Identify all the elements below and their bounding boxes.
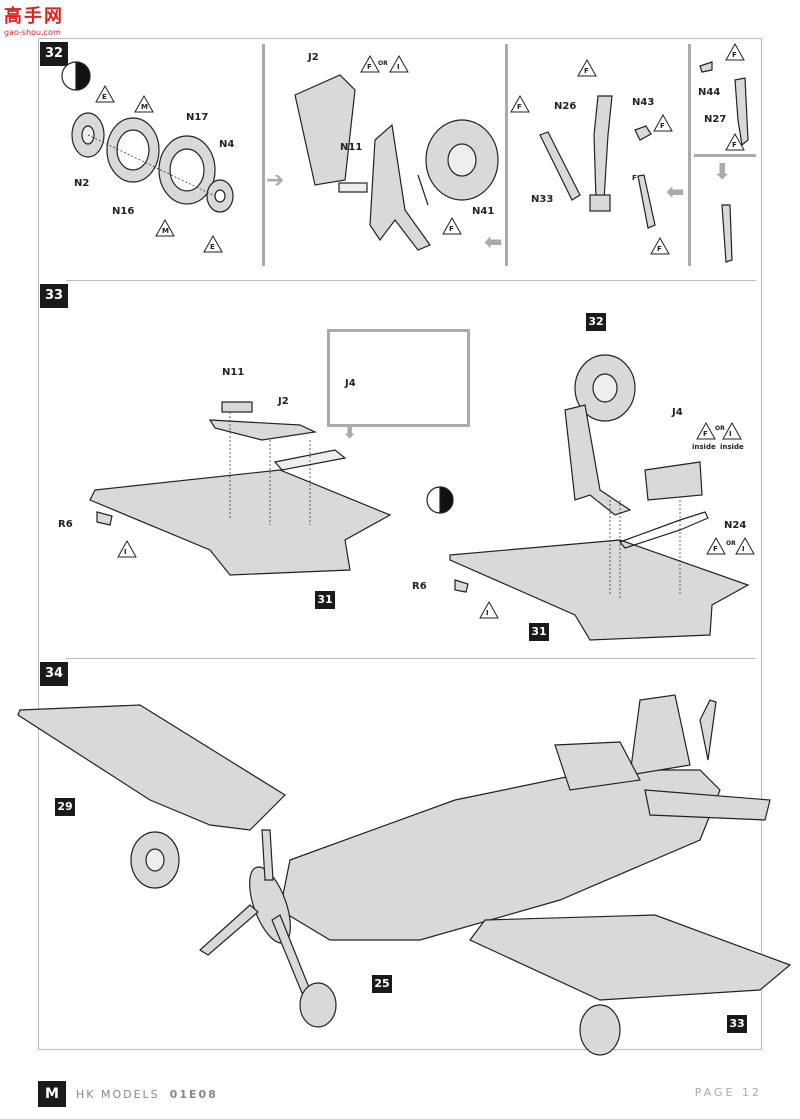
part-label-j2: J2: [308, 52, 319, 63]
mark-f: F: [703, 430, 708, 438]
part-label-n2: N2: [74, 178, 90, 189]
part-label-j2: J2: [278, 396, 289, 407]
footer-brand: M HK MODELS 01E08: [38, 1080, 218, 1108]
part-label-n17: N17: [186, 112, 209, 123]
mark-i: I: [729, 430, 732, 438]
ref-step-29: 29: [55, 798, 75, 816]
step-number-33: 33: [40, 284, 68, 308]
mark-i: I: [397, 63, 400, 71]
flow-arrow-right-icon: ➔: [266, 168, 285, 193]
part-label-r6: R6: [58, 519, 73, 530]
part-label-n24: N24: [724, 520, 747, 531]
ref-step-25: 25: [372, 975, 392, 993]
substep-divider-3: [688, 44, 691, 266]
mark-f: F: [517, 103, 522, 111]
brand-name: HK MODELS: [76, 1087, 160, 1101]
substep-divider-4: [694, 154, 756, 157]
mark-or: OR: [378, 60, 388, 67]
part-label-j4-inset: J4: [345, 378, 356, 389]
step-number-34: 34: [40, 662, 68, 686]
mark-m: M: [162, 227, 169, 235]
part-label-n43: N43: [632, 97, 655, 108]
part-label-n33: N33: [531, 194, 554, 205]
mark-f: F: [732, 141, 737, 149]
part-label-n27: N27: [704, 114, 727, 125]
mark-m: M: [141, 103, 148, 111]
part-label-n44: N44: [698, 87, 721, 98]
watermark-url: gao-shou.com: [4, 28, 61, 37]
mark-f: F: [713, 545, 718, 553]
mark-inside: inside: [720, 443, 744, 451]
flow-arrow-left-icon: ⬅: [484, 230, 503, 255]
mark-f: F: [660, 122, 665, 130]
mark-f: F: [657, 245, 662, 253]
mark-or: OR: [726, 540, 736, 547]
mark-i: I: [124, 548, 127, 556]
part-label-n41: N41: [472, 206, 495, 217]
mark-f: F: [732, 51, 737, 59]
page-number: PAGE 12: [694, 1086, 762, 1099]
mark-f: F: [632, 174, 637, 182]
mark-i: I: [742, 545, 745, 553]
flow-arrow-left-icon: ⬅: [666, 180, 685, 205]
substep-divider-1: [262, 44, 265, 266]
kit-code: 01E08: [169, 1087, 218, 1101]
step-divider-34: [66, 658, 756, 659]
step-divider-33: [66, 280, 756, 281]
ref-step-33: 33: [727, 1015, 747, 1033]
mark-inside: inside: [692, 443, 716, 451]
inset-detail-j4: [327, 329, 470, 427]
flow-arrow-down-icon: ⬇: [713, 160, 732, 185]
instruction-frame: [38, 38, 762, 1050]
mark-f: F: [449, 225, 454, 233]
part-label-n26: N26: [554, 101, 577, 112]
mark-f: F: [584, 67, 589, 75]
mark-or: OR: [715, 425, 725, 432]
ref-step-31: 31: [529, 623, 549, 641]
flow-arrow-down-icon: ⬇: [342, 422, 358, 443]
part-label-j4: J4: [672, 407, 683, 418]
step-number-32: 32: [40, 42, 68, 66]
mark-f: F: [367, 63, 372, 71]
ref-step-32: 32: [586, 313, 606, 331]
part-label-n11: N11: [340, 142, 363, 153]
watermark-title: 高手网: [4, 6, 64, 27]
part-label-r6: R6: [412, 581, 427, 592]
mark-e: E: [102, 93, 107, 101]
part-label-n11: N11: [222, 367, 245, 378]
substep-divider-2: [505, 44, 508, 266]
part-label-n4: N4: [219, 139, 235, 150]
mark-i: I: [486, 609, 489, 617]
ref-step-31: 31: [315, 591, 335, 609]
mark-e: E: [210, 243, 215, 251]
watermark: 高手网 gao-shou.com: [4, 2, 64, 37]
part-label-n16: N16: [112, 206, 135, 217]
hk-models-logo: M: [38, 1081, 66, 1107]
